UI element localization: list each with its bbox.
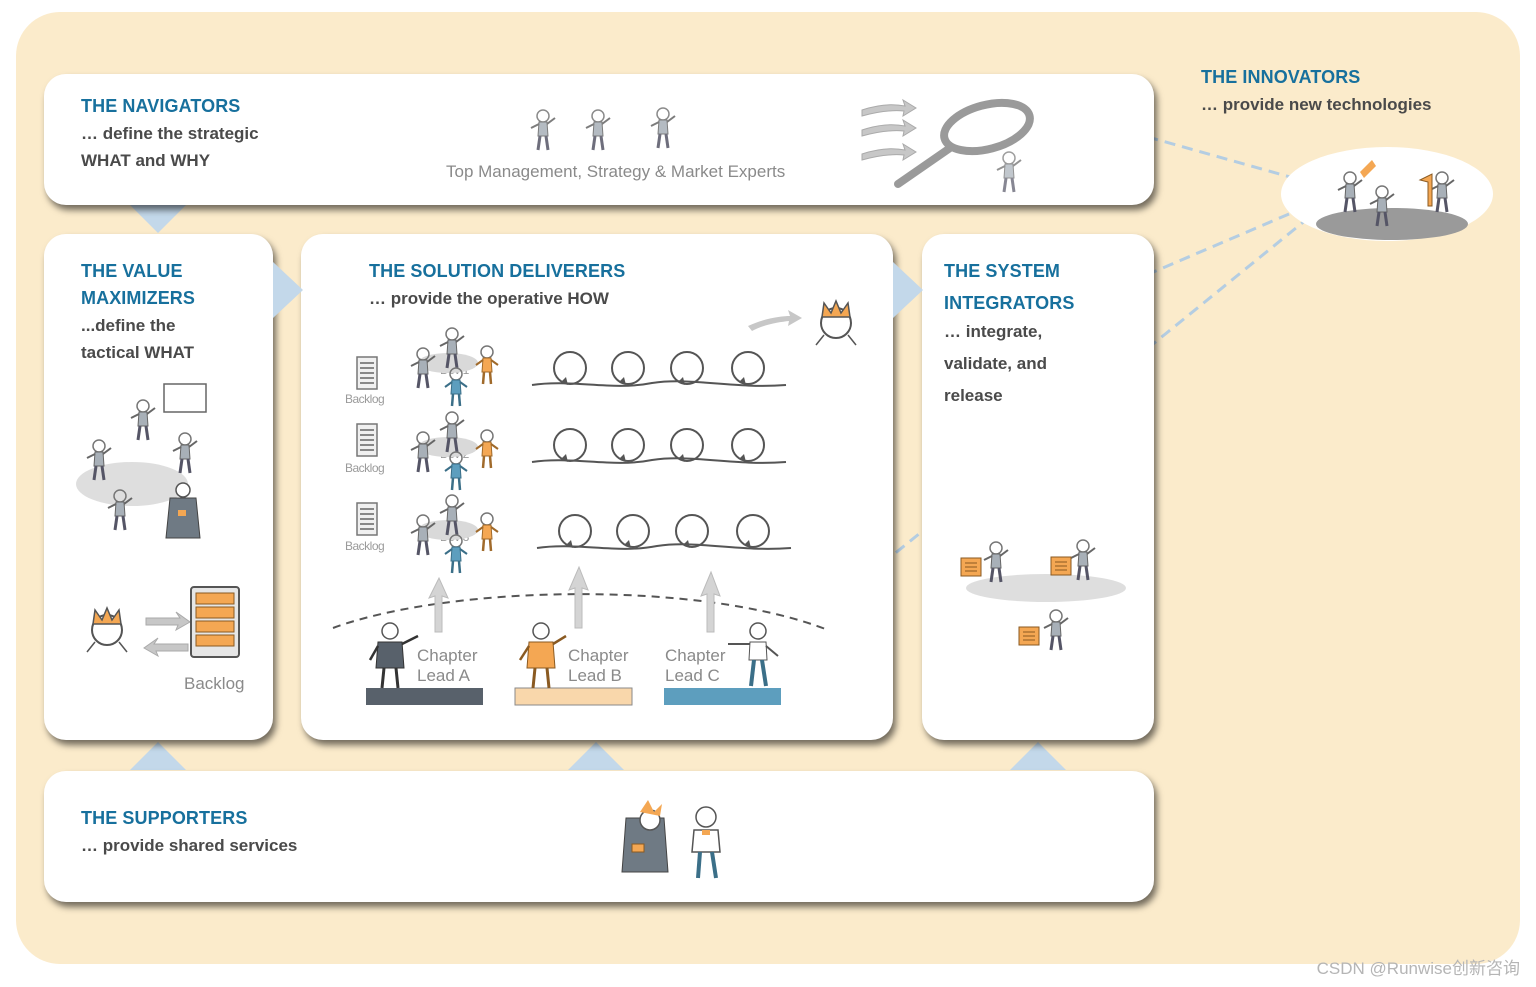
system-integrators-title-2: INTEGRATORS — [944, 293, 1075, 313]
solution-crown-icon — [815, 300, 857, 346]
innovators-title: THE INNOVATORS — [1201, 67, 1361, 87]
value-team-figures — [85, 383, 207, 539]
chapter-lead-a-figure — [366, 622, 483, 705]
innovators-platform — [1316, 208, 1468, 240]
value-maximizers-subtitle-1: ...define the — [81, 316, 176, 335]
chapter-b-label-1: Chapter — [568, 646, 629, 665]
innovators-subtitle: … provide new technologies — [1201, 95, 1432, 114]
connector-value-to-solution — [273, 262, 303, 318]
team-row-1 — [356, 326, 787, 408]
supporters-title: THE SUPPORTERS — [81, 808, 248, 828]
navigators-subtitle-2: WHAT and WHY — [81, 151, 211, 170]
chapter-c-label-2: Lead C — [665, 666, 720, 685]
chapter-arc — [332, 593, 829, 631]
connector-supporters-to-solution — [568, 742, 624, 770]
innovator-dashed-lines — [839, 130, 1313, 600]
value-maximizers-title-2: MAXIMIZERS — [81, 288, 196, 308]
watermark: CSDN @Runwise创新咨询 — [1316, 959, 1520, 978]
solution-deliverers-title: THE SOLUTION DELIVERERS — [369, 261, 626, 281]
integrators-team-shadow — [966, 574, 1126, 602]
system-integrators-title-1: THE SYSTEM — [944, 261, 1061, 281]
connector-supporters-to-system — [1010, 742, 1066, 770]
team-2-backlog-label: Backlog — [345, 461, 385, 475]
team-3-backlog-label: Backlog — [345, 539, 385, 553]
delivery-arrow-icon — [748, 310, 802, 331]
value-maximizers-title-1: THE VALUE — [81, 261, 183, 281]
connector-navigators-to-value — [130, 205, 186, 233]
connector-solution-to-system — [893, 262, 923, 318]
chapter-lead-c-figure — [664, 622, 781, 705]
navigators-caption: Top Management, Strategy & Market Expert… — [446, 162, 786, 181]
chapter-a-label-2: Lead A — [417, 666, 470, 685]
chapter-lead-b-figure — [514, 622, 633, 706]
small-crown-figure — [995, 150, 1023, 194]
solution-deliverers-subtitle: … provide the operative HOW — [369, 289, 609, 308]
value-backlog-stack-icon — [190, 586, 240, 658]
system-integrators-subtitle-1: … integrate, — [944, 322, 1043, 341]
team-1-backlog-label: Backlog — [345, 392, 385, 406]
product-owner-crown-icon — [86, 607, 128, 653]
value-maximizers-subtitle-2: tactical WHAT — [81, 343, 195, 362]
supporters-figures — [621, 800, 721, 879]
strategy-arrows-icon — [861, 98, 917, 162]
managers-figures — [529, 106, 677, 152]
supporters-subtitle: … provide shared services — [81, 836, 298, 855]
connector-supporters-to-value — [130, 742, 186, 770]
team-row-2 — [356, 410, 787, 492]
navigators-title: THE NAVIGATORS — [81, 96, 241, 116]
navigators-panel — [44, 74, 1154, 205]
system-integrators-subtitle-3: release — [944, 386, 1003, 405]
system-integrators-subtitle-2: validate, and — [944, 354, 1047, 373]
exchange-arrows-icon — [143, 611, 191, 658]
chapter-up-arrows — [428, 565, 721, 633]
supporters-panel — [44, 771, 1154, 902]
magnifier-icon — [894, 98, 1034, 188]
value-backlog-label: Backlog — [184, 674, 245, 693]
system-integrators-panel — [922, 234, 1154, 740]
navigators-subtitle-1: … define the strategic — [81, 124, 259, 143]
chapter-b-label-2: Lead B — [568, 666, 622, 685]
innovators-figures — [1336, 160, 1456, 228]
chapter-c-label-1: Chapter — [665, 646, 726, 665]
team-row-3 — [356, 493, 792, 575]
chapter-a-label-1: Chapter — [417, 646, 478, 665]
